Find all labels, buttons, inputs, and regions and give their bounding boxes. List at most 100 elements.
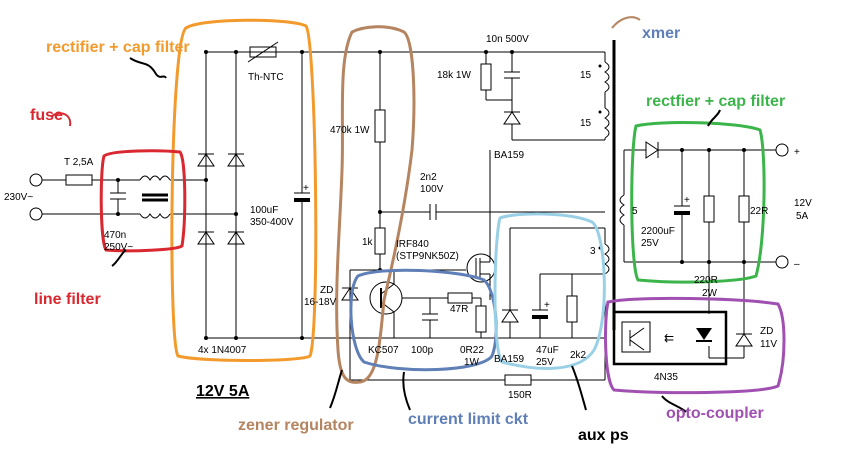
label-w-15a: 15 bbox=[580, 70, 592, 81]
label-zd-out-v: 11V bbox=[760, 339, 777, 350]
opto-coupler-box bbox=[612, 310, 728, 366]
resistor-470k bbox=[374, 109, 386, 143]
label-r-22: 22R bbox=[750, 206, 768, 217]
choke-winding-bottom bbox=[139, 213, 171, 219]
annotation-rectifier-primary: rectifier + cap filter bbox=[46, 39, 190, 56]
label-mains: 230V~ bbox=[4, 192, 33, 203]
output-terminal-minus bbox=[775, 255, 789, 269]
output-terminal-plus bbox=[775, 143, 789, 157]
outline-zener-regulator bbox=[335, 25, 416, 384]
component-labels: T 2,5A 230V~ 470n 250V~ Th-NTC 4x 1N4007… bbox=[4, 34, 812, 401]
mosfet-irf840 bbox=[466, 150, 496, 300]
annotation-current-limit: current limit ckt bbox=[408, 411, 529, 428]
annotation-fuse: fuse bbox=[30, 107, 63, 124]
annotation-zener-regulator: zener regulator bbox=[238, 417, 354, 434]
annotation-aux-ps: aux ps bbox=[578, 427, 629, 444]
label-r-150: 150R bbox=[508, 390, 532, 401]
label-bridge: 4x 1N4007 bbox=[198, 345, 247, 356]
annotation-xmer: xmer bbox=[642, 25, 680, 42]
outline-rectifier-primary bbox=[170, 18, 318, 362]
label-w-5: 5 bbox=[632, 206, 638, 217]
resistor-150r bbox=[504, 374, 532, 386]
label-x-cap-v: 250V~ bbox=[104, 242, 133, 253]
label-w-3: 3 bbox=[590, 246, 596, 257]
bridge-diode-3 bbox=[197, 231, 215, 245]
outline-current-limit bbox=[349, 268, 498, 372]
input-terminal-live bbox=[29, 173, 43, 187]
label-zd: ZD bbox=[320, 285, 333, 296]
label-r-sense: 0R22 bbox=[460, 345, 484, 356]
label-d-aux: BA159 bbox=[494, 354, 524, 365]
svg-text:+: + bbox=[544, 300, 550, 311]
label-opto-part: 4N35 bbox=[654, 372, 678, 383]
winding-15b bbox=[604, 107, 610, 139]
outline-aux-supply bbox=[493, 212, 606, 370]
resistor-22r bbox=[738, 195, 750, 223]
label-r-1k: 1k bbox=[362, 237, 374, 248]
label-r-snub: 18k 1W bbox=[437, 70, 471, 81]
annotation-outlines bbox=[51, 16, 786, 413]
label-r-220: 220R bbox=[694, 275, 718, 286]
label-ntc: Th-NTC bbox=[248, 72, 284, 83]
annotation-line-filter: line filter bbox=[34, 291, 101, 308]
resistor-0r22 bbox=[475, 305, 487, 333]
winding-5 bbox=[619, 194, 625, 226]
output-rectifier-diode bbox=[645, 141, 659, 159]
svg-text:+: + bbox=[684, 195, 690, 206]
winding-15a bbox=[604, 61, 610, 93]
opto-led bbox=[696, 328, 712, 340]
label-c-snub: 10n 500V bbox=[486, 34, 529, 45]
label-out-rating: 12V bbox=[794, 198, 812, 209]
bridge-diode-4 bbox=[227, 231, 245, 245]
annotation-rectifier-secondary: rectfier + cap filter bbox=[646, 93, 785, 110]
label-out-minus: – bbox=[794, 259, 800, 270]
ntc-thermistor bbox=[249, 46, 277, 58]
resistor-1k bbox=[374, 227, 386, 255]
label-r-47: 47R bbox=[450, 304, 468, 315]
diode-ba159-aux bbox=[501, 309, 519, 323]
annotation-opto: opto-coupler bbox=[666, 405, 764, 422]
label-bulk-cap: 100uF bbox=[250, 205, 278, 216]
label-w-15b: 15 bbox=[580, 118, 592, 129]
label-c-2n2: 2n2 bbox=[420, 172, 437, 183]
label-out-amp: 5A bbox=[796, 211, 809, 222]
bridge-diode-1 bbox=[197, 153, 215, 167]
outline-fuse-filter bbox=[99, 149, 187, 253]
svg-text:+: + bbox=[303, 183, 309, 194]
svg-text:⇇: ⇇ bbox=[664, 331, 674, 345]
label-zd-out: ZD bbox=[760, 326, 773, 337]
resistor-47r bbox=[447, 292, 473, 304]
label-r-start: 470k 1W bbox=[330, 125, 370, 136]
diagram-title: 12V 5A bbox=[196, 383, 250, 400]
label-c-100p: 100p bbox=[411, 345, 434, 356]
label-bulk-cap-v: 350-400V bbox=[250, 217, 294, 228]
label-q-bjt: KC507 bbox=[368, 345, 399, 356]
outline-opto-coupler bbox=[604, 296, 786, 395]
outline-rectifier-secondary bbox=[630, 121, 766, 284]
zener-11v bbox=[735, 333, 753, 347]
resistor-load bbox=[703, 195, 715, 223]
label-zd-v: 16-18V bbox=[304, 297, 337, 308]
label-x-cap: 470n bbox=[104, 230, 126, 241]
input-terminal-neutral bbox=[29, 207, 43, 221]
fuse-symbol bbox=[65, 174, 93, 186]
choke-winding-top bbox=[139, 175, 171, 181]
label-c-aux: 47uF bbox=[536, 345, 559, 356]
label-c-out: 2200uF bbox=[641, 226, 675, 237]
diode-ba159-snubber bbox=[503, 111, 521, 125]
resistor-2k2 bbox=[566, 295, 578, 323]
label-c-aux-v: 25V bbox=[536, 357, 554, 368]
resistor-18k bbox=[480, 63, 492, 91]
secondary-wiring: + ⇇ bbox=[612, 141, 789, 366]
label-mosfet-alt: (STP9NK50Z) bbox=[396, 251, 459, 262]
label-out-plus: + bbox=[794, 147, 800, 158]
label-r-2k2: 2k2 bbox=[570, 350, 587, 361]
primary-wiring: + bbox=[29, 40, 616, 386]
label-r-220-w: 2W bbox=[702, 288, 718, 299]
label-mosfet: IRF840 bbox=[396, 239, 429, 250]
label-c-2n2-v: 100V bbox=[420, 184, 444, 195]
label-fuse-value: T 2,5A bbox=[64, 157, 94, 168]
label-r-sense-w: 1W bbox=[464, 357, 480, 368]
bridge-diode-2 bbox=[227, 153, 245, 167]
